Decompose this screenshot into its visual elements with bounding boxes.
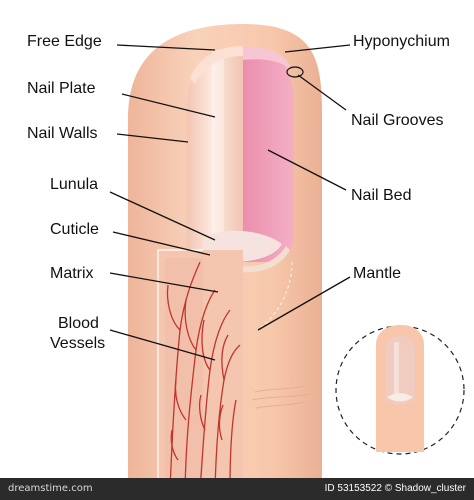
inset-nail [385,336,415,405]
leader-lines [109,44,351,361]
label-matrix: Matrix [50,265,94,282]
cuticle-shape [240,246,290,273]
label-vessels: Vessels [50,335,106,352]
skin-wrinkles [251,385,311,409]
inset-lunula [387,393,413,402]
nail-bed-shape [243,47,294,262]
label-cuticle: Cuticle [50,221,99,238]
label-nail-walls: Nail Walls [27,125,98,142]
nail-plate-highlight [212,50,224,260]
label-nail-bed: Nail Bed [351,187,412,204]
mantle-dashed-line [257,261,293,331]
free-edge-shape [190,46,243,84]
nail-plate [187,46,243,270]
label-lunula: Lunula [50,176,99,193]
footer-bar: dreamstime.com ID 53153522 © Shadow_clus… [0,478,474,500]
label-free-edge: Free Edge [27,33,102,50]
label-nail-plate: Nail Plate [27,80,96,97]
hyponychium-shape [243,47,291,70]
footer-watermark: dreamstime.com [8,483,93,494]
label-blood: Blood [58,315,99,332]
footer-image-id: ID 53153522 © Shadow_cluster [324,483,466,494]
blood-vessels [166,261,241,490]
nail-groove-marker [286,66,304,78]
inset-nail-highlight [394,342,399,397]
dermis-inner [165,258,203,490]
label-nail-grooves: Nail Grooves [351,112,444,129]
label-hyponychium: Hyponychium [353,33,450,50]
label-mantle: Mantle [353,265,402,282]
